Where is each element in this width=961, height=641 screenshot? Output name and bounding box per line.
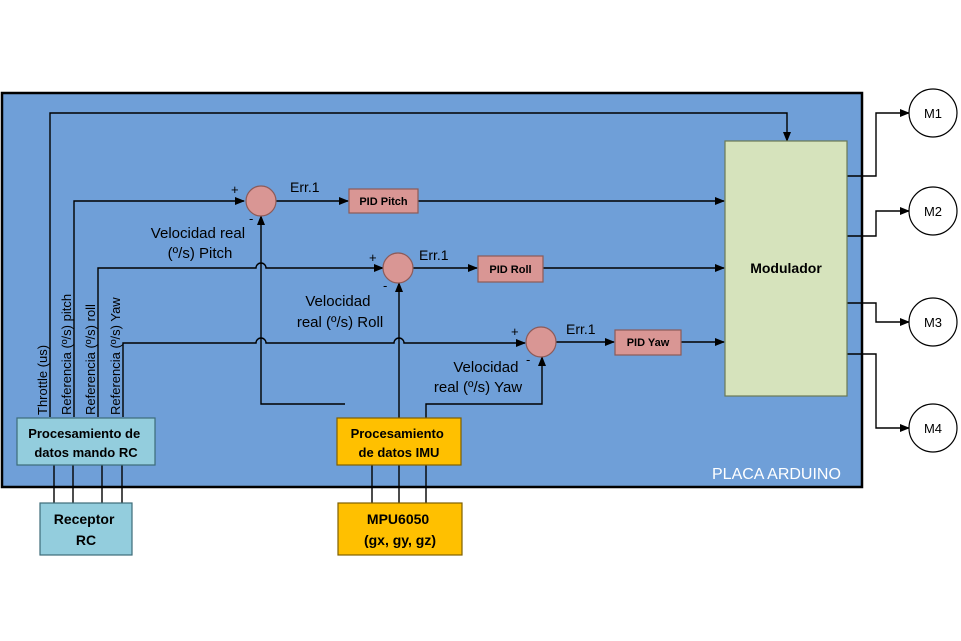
error-roll-label: Err.1 xyxy=(419,247,449,263)
error-yaw-label: Err.1 xyxy=(566,321,596,337)
modulator-label: Modulador xyxy=(750,260,822,276)
modulator-block: Modulador xyxy=(724,140,848,397)
mpu-label: MPU6050 (gx, gy, gz) xyxy=(364,511,436,548)
throttle-label: Throttle (us) xyxy=(35,345,50,415)
pid-roll-block: PID Roll xyxy=(477,255,544,283)
feedback-roll-label: Velocidad real (º/s) Roll xyxy=(297,293,383,331)
ref-yaw-label: Referencia (º/s) Yaw xyxy=(108,297,123,415)
pid-yaw-label: PID Yaw xyxy=(627,337,670,349)
motor-m1: M1 xyxy=(908,88,958,138)
sum-roll-minus: - xyxy=(383,278,387,293)
receiver-block: Receptor RC xyxy=(39,502,133,556)
sum-roll-plus: + xyxy=(369,250,377,265)
sum-yaw-plus: + xyxy=(511,324,519,339)
ref-roll-label: Referencia (º/s) roll xyxy=(83,304,98,415)
rc-processing-block: Procesamiento de datos mando RC xyxy=(16,417,156,466)
pid-yaw-block: PID Yaw xyxy=(614,329,682,356)
sum-pitch xyxy=(245,185,277,217)
motor-m2-label: M2 xyxy=(924,204,942,219)
motor-m2: M2 xyxy=(908,186,958,236)
mpu-block: MPU6050 (gx, gy, gz) xyxy=(337,502,463,556)
ref-pitch-label: Referencia (º/s) pitch xyxy=(59,294,74,415)
sum-yaw xyxy=(525,326,557,358)
pid-pitch-block: PID Pitch xyxy=(348,188,419,214)
sum-roll xyxy=(382,252,414,284)
receiver-label: Receptor RC xyxy=(54,511,119,548)
pid-pitch-label: PID Pitch xyxy=(359,196,408,208)
signal-lines xyxy=(49,109,910,503)
board-label: PLACA ARDUINO xyxy=(712,466,841,483)
rc-processing-label: Procesamiento de datos mando RC xyxy=(28,426,144,460)
motor-m1-label: M1 xyxy=(924,106,942,121)
feedback-yaw-label: Velocidad real (º/s) Yaw xyxy=(434,359,523,396)
motor-m4-label: M4 xyxy=(924,421,942,436)
motor-m3-label: M3 xyxy=(924,315,942,330)
imu-processing-label: Procesamiento de datos IMU xyxy=(351,426,448,460)
pid-roll-label: PID Roll xyxy=(489,264,531,276)
imu-processing-block: Procesamiento de datos IMU xyxy=(336,417,462,466)
sum-yaw-minus: - xyxy=(526,352,530,367)
sum-pitch-minus: - xyxy=(249,211,253,226)
motor-m3: M3 xyxy=(908,297,958,347)
feedback-pitch-label: Velocidad real (º/s) Pitch xyxy=(151,225,249,262)
error-pitch-label: Err.1 xyxy=(290,179,320,195)
motor-m4: M4 xyxy=(908,403,958,453)
sum-pitch-plus: + xyxy=(231,182,239,197)
